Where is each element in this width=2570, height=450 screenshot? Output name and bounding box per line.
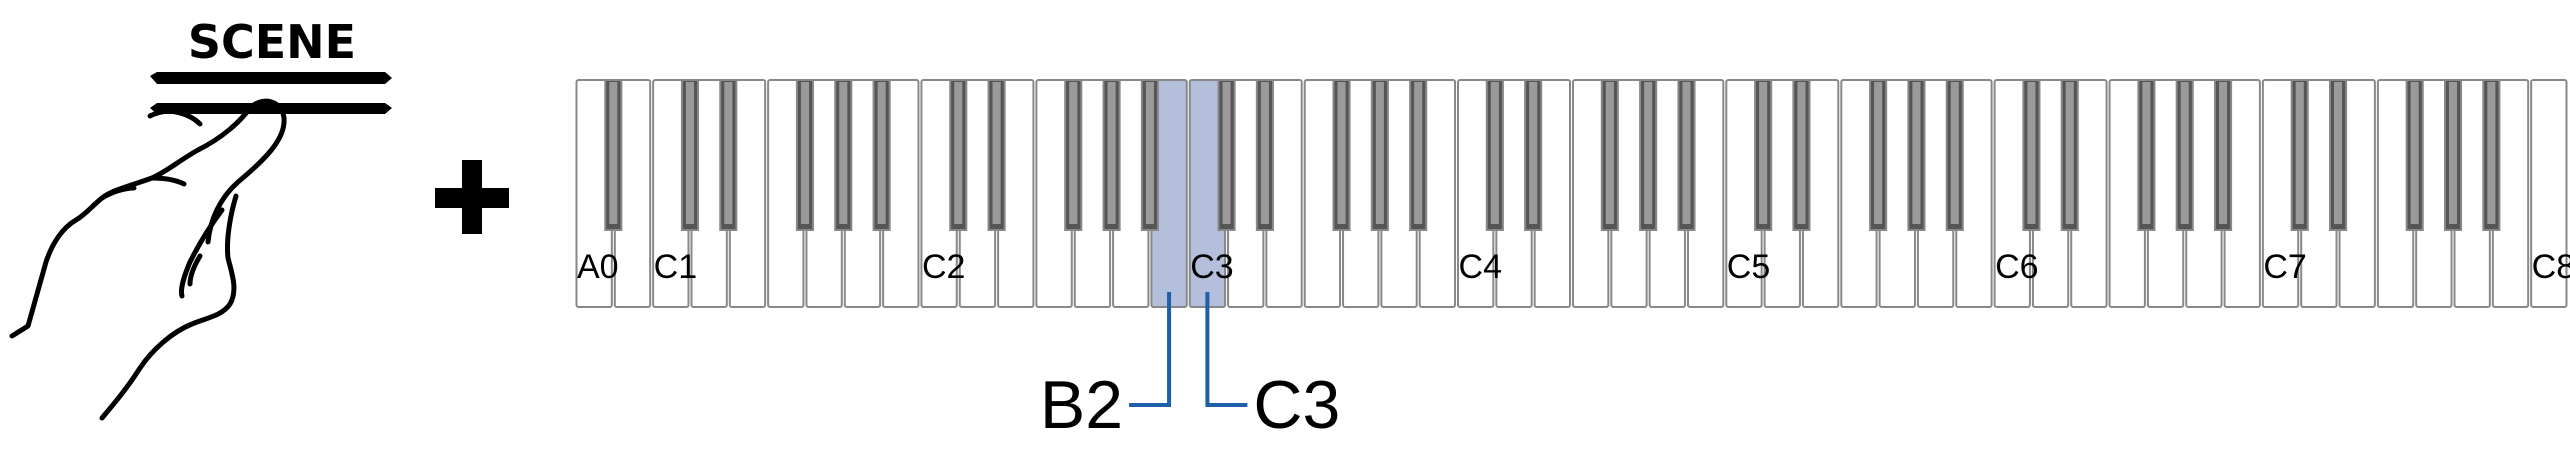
octave-label-c5: C5 bbox=[1727, 248, 1770, 286]
black-key-shine bbox=[839, 82, 848, 224]
key-callouts: B2 C3 bbox=[1040, 292, 1340, 443]
scene-button-label: SCENE bbox=[188, 15, 356, 69]
black-key-shine bbox=[1797, 82, 1806, 224]
plus-horizontal-bar bbox=[435, 188, 509, 208]
octave-label-c4: C4 bbox=[1459, 248, 1502, 286]
octave-label-c7: C7 bbox=[2263, 248, 2306, 286]
octave-label-c6: C6 bbox=[1995, 248, 2038, 286]
plus-sign: + bbox=[435, 160, 509, 234]
black-key-shine bbox=[1682, 82, 1691, 224]
black-key-shine bbox=[1529, 82, 1538, 224]
black-key-shine bbox=[1145, 82, 1154, 224]
black-key-shine bbox=[2448, 82, 2458, 224]
black-key-shine bbox=[800, 82, 810, 224]
black-key-shine bbox=[724, 82, 733, 224]
scene-button[interactable]: SCENE bbox=[150, 15, 392, 114]
black-key-shine bbox=[2219, 82, 2228, 224]
black-key-shine bbox=[685, 82, 695, 224]
callout-line-b2 bbox=[1129, 292, 1172, 407]
octave-labels: A0 C1 C2 C3 C4 C5 C6 C7 C8 bbox=[577, 248, 2570, 286]
black-key-shine bbox=[1375, 82, 1384, 224]
black-key-shine bbox=[1414, 82, 1423, 224]
octave-label-a0: A0 bbox=[577, 248, 619, 286]
white-keys bbox=[575, 79, 2568, 308]
callout-line-c3 bbox=[1205, 292, 1248, 407]
black-key-shine bbox=[1605, 82, 1614, 224]
octave-label-c3: C3 bbox=[1190, 248, 1233, 286]
white-key-c8 bbox=[2530, 79, 2568, 308]
black-key-shine bbox=[954, 82, 963, 224]
black-key-shine bbox=[1490, 82, 1499, 224]
octave-label-c1: C1 bbox=[654, 248, 697, 286]
black-key-shine bbox=[2487, 82, 2496, 224]
black-keys bbox=[604, 79, 2501, 231]
black-key-shine bbox=[1222, 82, 1231, 224]
black-key-shine bbox=[1069, 82, 1078, 224]
callout-label-b2: B2 bbox=[1040, 367, 1123, 443]
black-key-shine bbox=[1107, 82, 1116, 224]
finger-press-icon bbox=[9, 98, 287, 421]
octave-label-c2: C2 bbox=[922, 248, 965, 286]
black-key-shine bbox=[1759, 82, 1768, 224]
black-key-shine bbox=[2180, 82, 2189, 224]
black-key-shine bbox=[1950, 82, 1959, 224]
black-key-shine bbox=[877, 82, 886, 224]
black-key-shine bbox=[1260, 82, 1269, 224]
black-key-shine bbox=[1912, 82, 1921, 224]
black-key-shine bbox=[1644, 82, 1653, 224]
black-key-shine bbox=[2295, 82, 2304, 224]
black-key-shine bbox=[2333, 82, 2343, 224]
black-key-shine bbox=[2410, 82, 2419, 224]
black-key-shine bbox=[992, 82, 1001, 224]
callout-label-c3: C3 bbox=[1253, 367, 1340, 443]
black-key-shine bbox=[1874, 82, 1883, 224]
black-key-shine bbox=[2027, 82, 2036, 224]
black-key-shine bbox=[609, 82, 618, 224]
scene-button-top-bar bbox=[150, 72, 392, 84]
scene-button-bottom-bar bbox=[150, 103, 392, 114]
black-key-shine bbox=[2065, 82, 2074, 224]
black-key-shine bbox=[2142, 82, 2151, 224]
piano-keyboard: A0 C1 C2 C3 C4 C5 C6 C7 C8 bbox=[575, 79, 2570, 308]
black-key-shine bbox=[1337, 82, 1346, 224]
octave-label-c8: C8 bbox=[2532, 248, 2570, 286]
